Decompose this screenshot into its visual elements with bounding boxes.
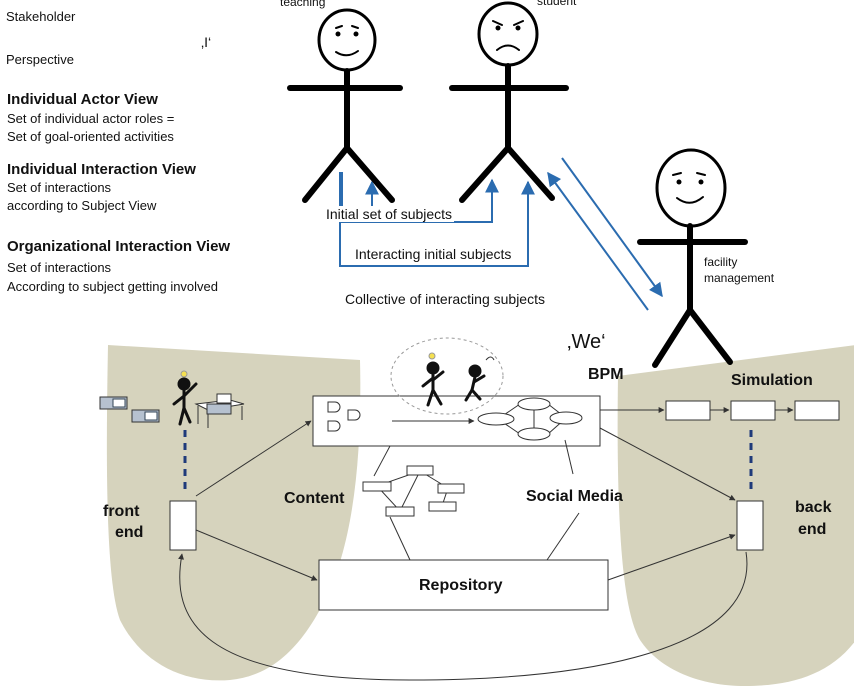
collective-label: Collective of interacting subjects (345, 291, 545, 307)
interacting-initial-label: Interacting initial subjects (353, 246, 514, 263)
student-figure (449, 1, 569, 203)
we-quote: ‚We‘ (567, 331, 606, 353)
repository-label: Repository (419, 577, 503, 594)
content-network (362, 465, 465, 517)
initial-set-label: Initial set of subjects (324, 206, 455, 223)
back-end-box (736, 500, 764, 551)
organizational-view-line: Set of interactions (7, 260, 112, 275)
facility-label: facility (704, 255, 738, 269)
back-end-region (617, 345, 854, 686)
perspective-label: Perspective (6, 52, 74, 67)
front-label: front (103, 503, 140, 520)
person-icons (421, 361, 486, 407)
actor-view-title: Individual Actor View (7, 91, 158, 108)
facility-management-figure (637, 148, 748, 368)
interaction-view-title: Individual Interaction View (7, 161, 196, 178)
teaching-figure (287, 8, 403, 203)
i-quote: ‚I‘ (201, 34, 212, 50)
connectors (178, 420, 748, 681)
interaction-view-line: according to Subject View (7, 198, 157, 213)
teaching-label: teaching (280, 0, 326, 9)
repository-box (318, 559, 609, 611)
content-label: Content (284, 490, 345, 507)
simulation-boxes (665, 400, 840, 421)
stakeholder-label: Stakeholder (6, 9, 76, 24)
thought-icon (485, 356, 495, 361)
student-label: student (537, 0, 577, 8)
organizational-view-title: Organizational Interaction View (7, 238, 231, 255)
bpm-label: BPM (588, 366, 624, 383)
front-end-label: end (115, 524, 144, 541)
actor-view-line: Set of individual actor roles = (7, 111, 175, 126)
interaction-arrows (339, 157, 663, 311)
social-media-label: Social Media (526, 488, 623, 505)
management-label: management (704, 271, 775, 285)
front-end-box (169, 500, 197, 551)
organizational-view-line: According to subject getting involved (7, 279, 219, 294)
interaction-view-line: Set of interactions (7, 180, 112, 195)
device-icons (99, 396, 232, 423)
simulation-label: Simulation (731, 372, 813, 389)
user-at-desk-icon (172, 377, 198, 426)
bpm-process-graph (477, 397, 583, 441)
back-end-label: end (798, 521, 827, 538)
bpm-shapes (327, 401, 361, 432)
front-end-region (106, 345, 361, 681)
actor-view-line: Set of goal-oriented activities (7, 129, 174, 144)
back-label: back (795, 499, 832, 516)
lightbulb-icon (428, 352, 436, 360)
collaboration-circle (390, 337, 504, 415)
